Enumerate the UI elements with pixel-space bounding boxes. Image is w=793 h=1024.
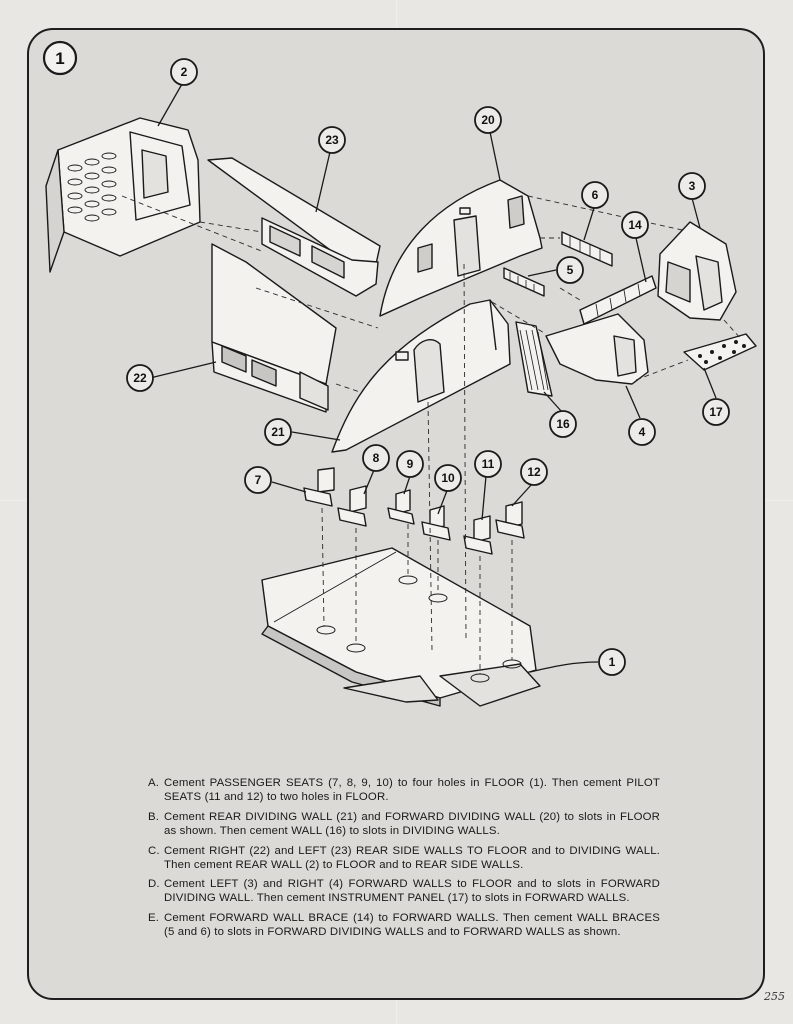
instruction-letter: A. (148, 777, 160, 789)
svg-text:7: 7 (255, 473, 262, 487)
svg-text:10: 10 (441, 471, 455, 485)
part-left-rear-side-wall-23 (207, 157, 381, 297)
svg-text:2: 2 (181, 65, 188, 79)
part-passenger-seat-10 (421, 505, 451, 541)
step-number-badge: 1 (42, 40, 78, 76)
part-pilot-seat-11 (463, 515, 493, 555)
part-passenger-seat-8 (337, 485, 367, 527)
part-rear-dividing-wall-21 (331, 299, 511, 453)
callout-9: 9 (396, 450, 424, 478)
part-right-forward-wall-4 (545, 313, 649, 385)
instruction-letter: C. (148, 844, 160, 857)
instruction-list: A. Cement PASSENGER SEATS (7, 8, 9, 10) … (148, 777, 660, 946)
part-wall-brace-5 (503, 267, 545, 297)
svg-text:22: 22 (133, 371, 147, 385)
callout-6: 6 (581, 181, 609, 209)
part-wall-16 (515, 321, 553, 397)
instruction-item: B. Cement REAR DIVIDING WALL (21) and FO… (148, 811, 660, 839)
part-pilot-seat-12 (495, 501, 525, 539)
callout-4: 4 (628, 418, 656, 446)
instruction-letter: E. (148, 912, 160, 925)
callout-12: 12 (520, 458, 548, 486)
callout-5: 5 (556, 256, 584, 284)
part-rear-wall-2 (45, 117, 201, 273)
callout-11: 11 (474, 450, 502, 478)
callout-20: 20 (474, 106, 502, 134)
svg-text:3: 3 (689, 179, 696, 193)
part-forward-wall-brace-14 (579, 275, 657, 325)
instruction-item: A. Cement PASSENGER SEATS (7, 8, 9, 10) … (148, 777, 660, 805)
callout-8: 8 (362, 444, 390, 472)
callout-16: 16 (549, 410, 577, 438)
instruction-text: Cement FORWARD WALL BRACE (14) to FORWAR… (164, 912, 660, 939)
instruction-text: Cement REAR DIVIDING WALL (21) and FORWA… (164, 810, 660, 837)
callout-23: 23 (318, 126, 346, 154)
callout-7: 7 (244, 466, 272, 494)
instruction-item: D. Cement LEFT (3) and RIGHT (4) FORWARD… (148, 878, 660, 906)
instruction-letter: B. (148, 810, 160, 823)
part-passenger-seat-7 (303, 467, 335, 507)
instruction-item: C. Cement RIGHT (22) and LEFT (23) REAR … (148, 845, 660, 873)
svg-text:14: 14 (628, 218, 642, 232)
callout-14: 14 (621, 211, 649, 239)
instruction-letter: D. (148, 878, 160, 891)
callout-1: 1 (598, 648, 626, 676)
svg-text:16: 16 (556, 417, 570, 431)
callout-22: 22 (126, 364, 154, 392)
callout-17: 17 (702, 398, 730, 426)
part-floor-1 (261, 547, 541, 707)
callout-21: 21 (264, 418, 292, 446)
svg-text:9: 9 (407, 457, 414, 471)
instruction-item: E. Cement FORWARD WALL BRACE (14) to FOR… (148, 912, 660, 940)
svg-text:5: 5 (567, 263, 574, 277)
svg-text:20: 20 (481, 113, 495, 127)
svg-text:17: 17 (709, 405, 723, 419)
svg-text:1: 1 (609, 655, 616, 669)
svg-text:12: 12 (527, 465, 541, 479)
part-left-forward-wall-3 (657, 221, 737, 321)
part-instrument-panel-17 (683, 333, 757, 371)
instruction-text: Cement PASSENGER SEATS (7, 8, 9, 10) to … (164, 777, 660, 803)
callout-3: 3 (678, 172, 706, 200)
svg-text:23: 23 (325, 133, 339, 147)
svg-text:21: 21 (271, 425, 285, 439)
svg-text:1: 1 (55, 49, 64, 68)
part-right-rear-side-wall-22 (211, 243, 337, 413)
callout-10: 10 (434, 464, 462, 492)
instruction-text: Cement RIGHT (22) and LEFT (23) REAR SID… (164, 844, 660, 871)
svg-text:11: 11 (482, 457, 495, 471)
svg-text:4: 4 (639, 425, 646, 439)
svg-text:8: 8 (373, 451, 380, 465)
part-forward-dividing-wall-20 (379, 179, 543, 317)
instruction-text: Cement LEFT (3) and RIGHT (4) FORWARD WA… (164, 878, 660, 905)
page-number: 255 (764, 990, 785, 1003)
callout-2: 2 (170, 58, 198, 86)
part-wall-brace-6 (561, 231, 613, 267)
part-passenger-seat-9 (387, 489, 415, 525)
svg-text:6: 6 (592, 188, 599, 202)
